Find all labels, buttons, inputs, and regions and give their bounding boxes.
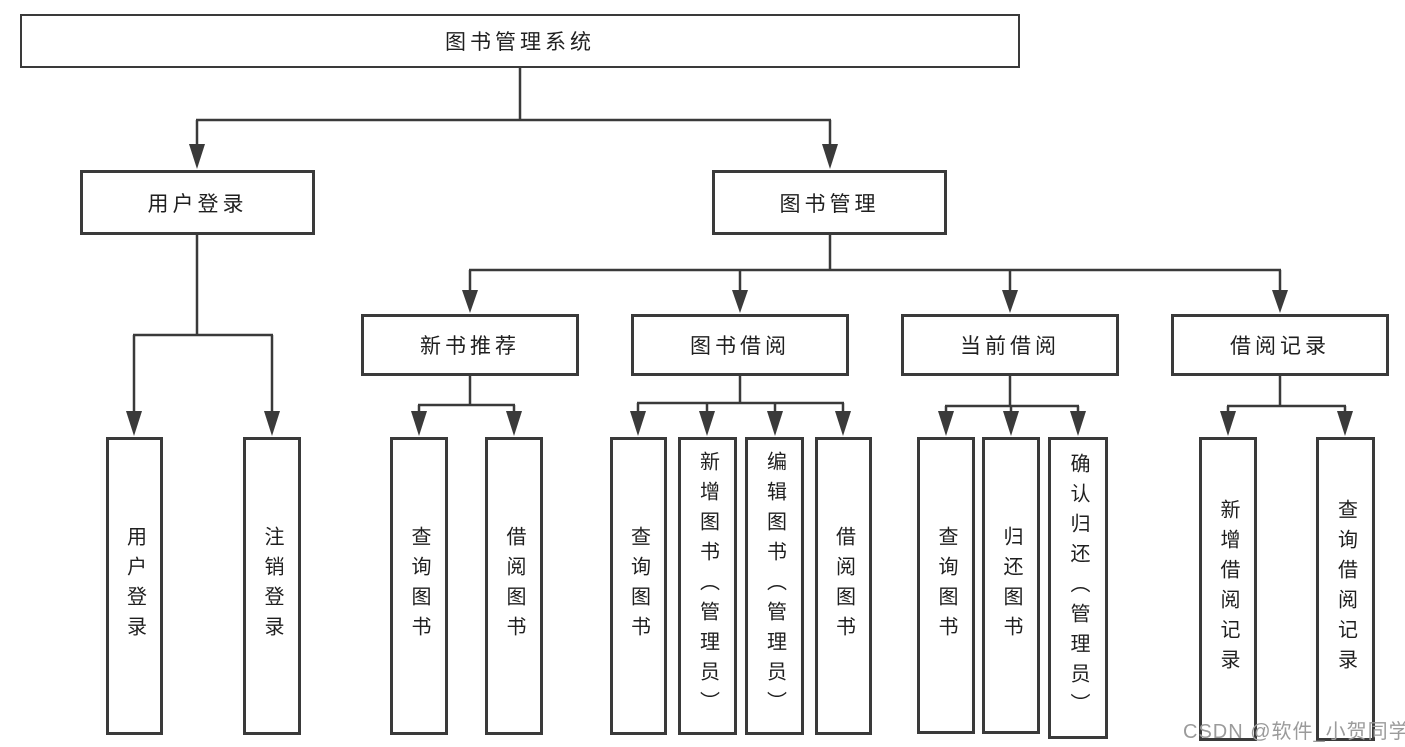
- arrowhead: [1337, 411, 1353, 436]
- connector-new-book-recommend-to-leaves: [411, 376, 522, 436]
- node-root: 图书管理系统: [20, 14, 1020, 68]
- node-current-borrow: 当前借阅: [901, 314, 1119, 376]
- arrowhead: [506, 411, 522, 436]
- arrowhead: [822, 144, 838, 169]
- node-new-book-recommend-label: 新书推荐: [420, 335, 520, 358]
- leaf-borrow-query-books-label: 查询图书: [627, 526, 650, 646]
- leaf-user-login-label: 用户登录: [123, 526, 146, 646]
- leaf-user-login: 用户登录: [106, 437, 163, 735]
- leaf-borrow-add-books-admin-label: 新增图书（管理员）: [696, 451, 719, 721]
- leaf-current-return-books: 归还图书: [982, 437, 1040, 734]
- arrowhead: [411, 411, 427, 436]
- node-user-login-label: 用户登录: [147, 192, 248, 216]
- leaf-logout: 注销登录: [243, 437, 301, 735]
- node-new-book-recommend: 新书推荐: [361, 314, 579, 376]
- arrowhead: [732, 290, 748, 313]
- leaf-recommend-borrow-books-label: 借阅图书: [503, 526, 525, 646]
- connector-book-management-to-level2: [462, 235, 1288, 313]
- leaf-recommend-query-books: 查询图书: [390, 437, 448, 735]
- arrowhead: [630, 411, 646, 436]
- arrowhead: [126, 411, 142, 436]
- leaf-current-return-books-label: 归还图书: [1000, 525, 1022, 646]
- leaf-borrow-query-books: 查询图书: [610, 437, 667, 735]
- watermark: CSDN @软件_小贺同学: [1183, 721, 1405, 743]
- leaf-records-query-record: 查询借阅记录: [1316, 437, 1375, 741]
- leaf-current-confirm-return-admin: 确认归还（管理员）: [1048, 437, 1108, 739]
- leaf-records-add-record: 新增借阅记录: [1199, 437, 1257, 741]
- leaf-logout-label: 注销登录: [261, 526, 283, 646]
- connector-current-borrow-to-leaves: [938, 376, 1086, 436]
- arrowhead: [1220, 411, 1236, 436]
- arrowhead: [1272, 290, 1288, 313]
- connector-root-to-level1: [189, 68, 838, 169]
- arrowhead: [767, 411, 783, 436]
- arrowhead: [462, 290, 478, 313]
- arrowhead: [189, 144, 205, 169]
- node-user-login: 用户登录: [80, 170, 315, 235]
- arrowhead: [1003, 411, 1019, 436]
- arrowhead: [1002, 290, 1018, 313]
- node-current-borrow-label: 当前借阅: [960, 335, 1060, 358]
- node-book-management-label: 图书管理: [779, 192, 880, 216]
- connector-book-borrow-to-leaves: [630, 376, 851, 436]
- node-book-borrow-label: 图书借阅: [690, 335, 790, 358]
- arrowhead: [938, 411, 954, 436]
- leaf-records-query-record-label: 查询借阅记录: [1334, 499, 1357, 679]
- connector-user-login-to-leaves: [126, 235, 280, 436]
- node-borrow-records-label: 借阅记录: [1230, 335, 1330, 358]
- node-borrow-records: 借阅记录: [1171, 314, 1389, 376]
- arrowhead: [699, 411, 715, 436]
- connector-borrow-records-to-leaves: [1220, 376, 1353, 436]
- arrowhead: [835, 411, 851, 436]
- leaf-borrow-edit-books-admin: 编辑图书（管理员）: [745, 437, 804, 735]
- node-book-borrow: 图书借阅: [631, 314, 849, 376]
- node-book-management: 图书管理: [712, 170, 947, 235]
- leaf-borrow-add-books-admin: 新增图书（管理员）: [678, 437, 737, 735]
- leaf-recommend-borrow-books: 借阅图书: [485, 437, 543, 735]
- leaf-borrow-borrow-books: 借阅图书: [815, 437, 872, 735]
- leaf-recommend-query-books-label: 查询图书: [408, 526, 430, 646]
- leaf-borrow-edit-books-admin-label: 编辑图书（管理员）: [763, 451, 786, 721]
- node-root-label: 图书管理系统: [445, 31, 595, 54]
- arrowhead: [264, 411, 280, 436]
- leaf-borrow-borrow-books-label: 借阅图书: [832, 526, 855, 646]
- leaf-current-query-books: 查询图书: [917, 437, 975, 734]
- leaf-current-confirm-return-admin-label: 确认归还（管理员）: [1067, 453, 1089, 723]
- leaf-records-add-record-label: 新增借阅记录: [1217, 499, 1239, 679]
- leaf-current-query-books-label: 查询图书: [935, 525, 957, 646]
- arrowhead: [1070, 411, 1086, 436]
